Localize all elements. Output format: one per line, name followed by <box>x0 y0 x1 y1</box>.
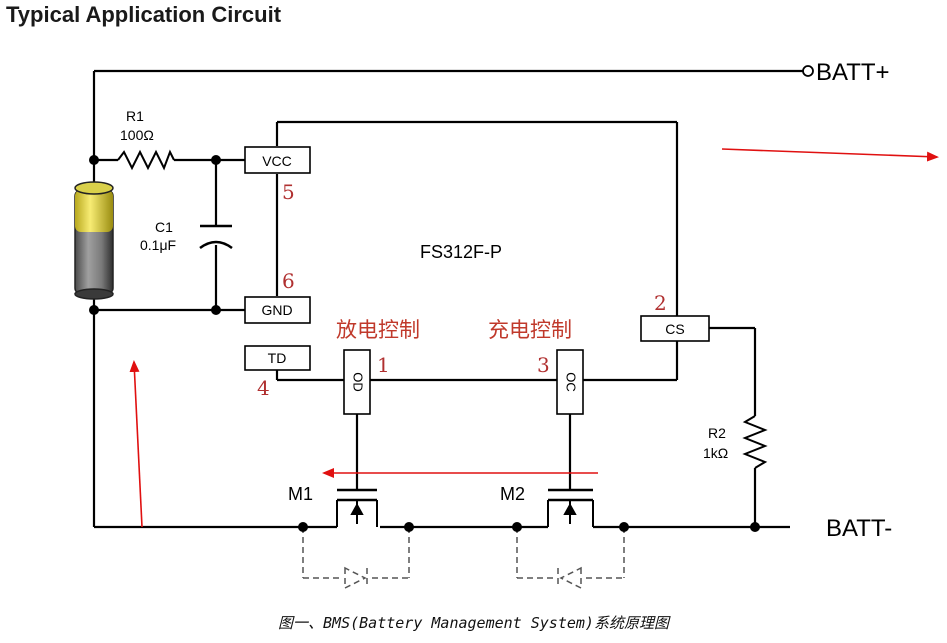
battery-cell <box>74 181 114 300</box>
charge-control-label: 充电控制 <box>488 318 572 342</box>
c1-value: 0.1μF <box>140 237 176 253</box>
pin-number-vcc: 5 <box>282 180 295 204</box>
r1-name: R1 <box>126 108 144 124</box>
pin-label-gnd: GND <box>261 302 292 318</box>
m1-label: M1 <box>288 484 313 504</box>
pin-label-od: OD <box>351 372 366 392</box>
pin-number-cs: 2 <box>654 291 667 315</box>
c1-name: C1 <box>155 219 173 235</box>
arrow-top-right <box>721 148 939 162</box>
m1-body-diode <box>302 527 410 590</box>
wires <box>92 69 803 529</box>
ic-pin-gnd: GND 6 <box>244 269 311 324</box>
pin-number-od: 1 <box>377 353 390 377</box>
ic-name: FS312F-P <box>420 242 502 262</box>
pin-number-td: 4 <box>257 376 270 400</box>
batt-plus-terminal: BATT+ <box>802 59 890 86</box>
ic-pin-td: TD 4 <box>244 345 311 400</box>
ic-pin-vcc: VCC 5 <box>244 146 311 204</box>
arrow-left-up <box>129 360 143 528</box>
figure-caption: 图一、BMS(Battery Management System)系统原理图 <box>278 614 669 632</box>
r1-value: 100Ω <box>120 127 154 143</box>
r2-name: R2 <box>708 425 726 441</box>
page-title: Typical Application Circuit <box>6 2 282 27</box>
pin-number-gnd: 6 <box>282 269 295 293</box>
m2-mosfet: M2 <box>500 484 594 527</box>
r1-resistor: R1 100Ω <box>117 108 175 171</box>
r2-resistor: R2 1kΩ <box>703 415 768 469</box>
batt-plus-label: BATT+ <box>816 59 890 86</box>
pin-label-oc: OC <box>564 372 579 392</box>
pin-label-vcc: VCC <box>262 153 292 169</box>
ic-pin-oc: OC 3 <box>537 349 584 415</box>
pin-label-cs: CS <box>665 321 684 337</box>
c1-capacitor: C1 0.1μF <box>140 219 233 253</box>
ic-pin-cs: CS 2 <box>640 291 710 342</box>
batt-minus-label: BATT- <box>826 515 892 542</box>
discharge-control-label: 放电控制 <box>336 318 420 342</box>
m1-mosfet: M1 <box>288 484 378 527</box>
r2-value: 1kΩ <box>703 445 728 461</box>
junction-dots <box>89 155 760 532</box>
current-flow-arrows <box>129 148 939 528</box>
ic-pin-od: OD 1 <box>343 349 390 415</box>
m2-body-diode <box>516 527 625 590</box>
m2-label: M2 <box>500 484 525 504</box>
pin-number-oc: 3 <box>537 353 550 377</box>
pin-label-td: TD <box>268 350 287 366</box>
